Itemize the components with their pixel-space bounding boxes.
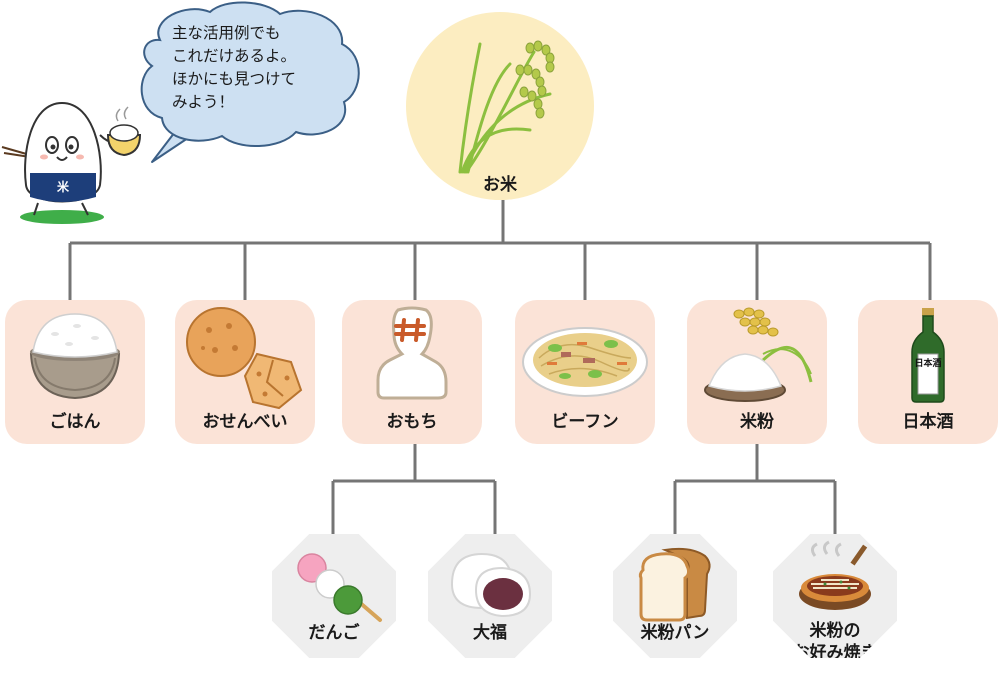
node-label: おせんべい <box>202 412 288 432</box>
node-bifun: ビーフン <box>515 300 655 444</box>
node-daifuku: 大福 <box>428 534 552 658</box>
rice-flour-icon <box>704 307 813 402</box>
rice-plant-icon <box>458 40 555 174</box>
bubble-line: これだけあるよ。 <box>172 47 297 65</box>
bubble-line: ほかにも見つけて <box>172 70 297 88</box>
node-omochi: おもち <box>342 300 482 444</box>
rice-bowl-icon <box>29 313 121 400</box>
daifuku-icon <box>450 552 532 618</box>
mochi-icon <box>376 306 448 400</box>
bubble-line: みよう！ <box>172 93 235 111</box>
bubble-line: 主な活用例でも <box>172 24 281 42</box>
okonomiyaki-icon <box>799 540 871 610</box>
node-komeko: 米粉 <box>687 300 827 444</box>
node-komeko-okonomiyaki: 米粉の お好み焼き <box>773 534 897 658</box>
node-gohan: ごはん <box>5 300 145 444</box>
speech-bubble-icon <box>140 1 360 163</box>
rice-noodles-icon <box>522 327 648 397</box>
rice-mascot-icon: 米 <box>1 101 142 224</box>
sake-label-char: 日本酒 <box>914 357 941 369</box>
rice-cracker-icon <box>186 307 303 410</box>
node-nihonshu: 日本酒 日本酒 <box>858 300 998 444</box>
dango-icon <box>297 553 382 622</box>
node-label: 米粉パン <box>640 623 710 643</box>
node-komeko-pan: 米粉パン <box>613 534 737 658</box>
sake-bottle-icon: 日本酒 <box>911 308 945 403</box>
node-label: ごはん <box>49 412 101 432</box>
node-osenbei: おせんべい <box>175 300 315 444</box>
root-node: お米 <box>406 12 594 200</box>
node-label: だんご <box>308 623 360 643</box>
mascot-apron-mark: 米 <box>57 179 70 194</box>
node-label-line1: 米粉の <box>809 621 861 641</box>
bread-icon <box>638 547 711 622</box>
node-label: ビーフン <box>551 412 619 432</box>
node-dango: だんご <box>272 534 396 658</box>
node-label-line2: お好み焼き <box>792 643 878 663</box>
node-label: 大福 <box>473 623 507 643</box>
node-label: 米粉の お好み焼き <box>773 620 897 663</box>
node-label: おもち <box>386 412 438 432</box>
root-label: お米 <box>483 175 517 195</box>
speech-bubble-text: 主な活用例でも これだけあるよ。 ほかにも見つけて みよう！ <box>172 22 342 114</box>
node-label: 日本酒 <box>902 412 954 432</box>
node-label: 米粉 <box>740 412 774 432</box>
